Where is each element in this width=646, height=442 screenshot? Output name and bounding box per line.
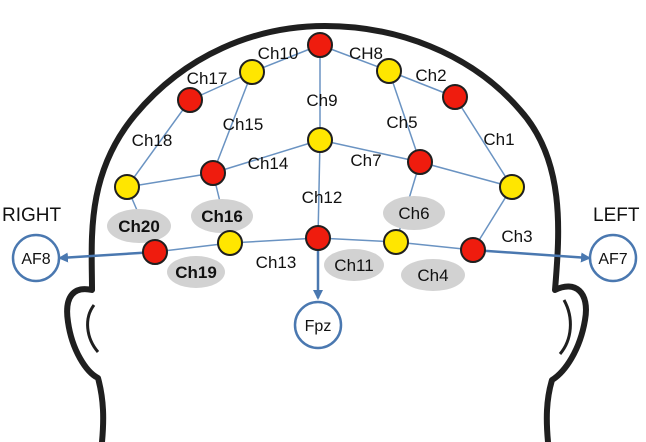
reference-electrode-circle [11,233,61,283]
channel-highlight-ch20 [107,209,171,243]
channel-label-ch15: Ch15 [223,115,264,134]
detector-optode [376,58,402,84]
channel-highlight-ch19 [167,256,225,288]
detector-optode [307,127,333,153]
channel-link [126,99,191,188]
channel-link [126,172,214,188]
channel-label-ch10: Ch10 [258,44,299,63]
source-optode [177,87,203,113]
channel-highlights [107,196,465,291]
channel-link [229,237,319,244]
channel-label-ch16: Ch16 [201,207,243,226]
channel-labels: Ch1Ch2Ch3Ch4Ch5Ch6Ch7CH8Ch9Ch10Ch11Ch12C… [118,44,532,285]
channel-label-ch14: Ch14 [248,154,289,173]
reference-electrode-fpz: Fpz [293,300,343,350]
channel-label-ch6: Ch6 [398,204,429,223]
left-ear-inner [558,299,572,355]
source-optode [442,84,468,110]
reference-electrode-label: AF7 [598,251,627,268]
source-optode [142,239,168,265]
head-outline [64,23,589,442]
reference-electrode-af7: AF7 [588,233,638,283]
channel-link [317,139,321,239]
channel-label-ch18: Ch18 [132,131,173,150]
channel-link [419,161,513,188]
channel-label-ch2: Ch2 [415,66,446,85]
channel-label-ch11: Ch11 [334,256,373,275]
reference-electrode-af8: AF8 [11,233,61,283]
channel-highlight-ch11 [324,249,384,281]
channel-label-ch17: Ch17 [187,69,228,88]
channel-label-ch3: Ch3 [501,227,532,246]
detector-optode [239,59,265,85]
reference-arrow [58,250,156,263]
channel-label-ch9: Ch9 [306,91,337,110]
channel-link [454,96,513,188]
channel-label-ch20: Ch20 [118,217,160,236]
optodes [114,32,525,265]
source-optode [200,160,226,186]
channel-label-ch4: Ch4 [417,266,448,285]
channel-highlight-ch16 [191,199,253,233]
detector-optode [499,174,525,200]
channel-link [319,139,421,163]
channel-label-ch13: Ch13 [256,253,297,272]
reference-electrode-label: AF8 [21,251,50,268]
reference-electrode-circle [588,233,638,283]
channel-label-ch19: Ch19 [175,263,217,282]
right-side-label: RIGHT [2,205,62,226]
detector-optode [217,230,243,256]
channel-link [388,70,421,163]
source-optode [407,149,433,175]
channel-highlight-ch4 [401,259,465,291]
reference-arrow [472,248,591,263]
right-ear-inner [86,304,100,353]
channel-label-ch8: CH8 [349,44,383,63]
channel-label-ch7: Ch7 [350,151,381,170]
source-optode [460,237,486,263]
channel-highlight-ch6 [383,196,445,230]
source-optode [307,32,333,58]
reference-electrode-circle [293,300,343,350]
channel-link [212,139,321,174]
channel-label-ch1: Ch1 [483,130,514,149]
channel-label-ch12: Ch12 [302,188,343,207]
reference-electrode-label: Fpz [305,318,332,335]
channel-link [317,237,397,243]
detector-optode [383,229,409,255]
left-side-label: LEFT [593,205,640,226]
source-optode [305,225,331,251]
channel-label-ch5: Ch5 [386,113,417,132]
channel-link [212,71,253,174]
detector-optode [114,174,140,200]
